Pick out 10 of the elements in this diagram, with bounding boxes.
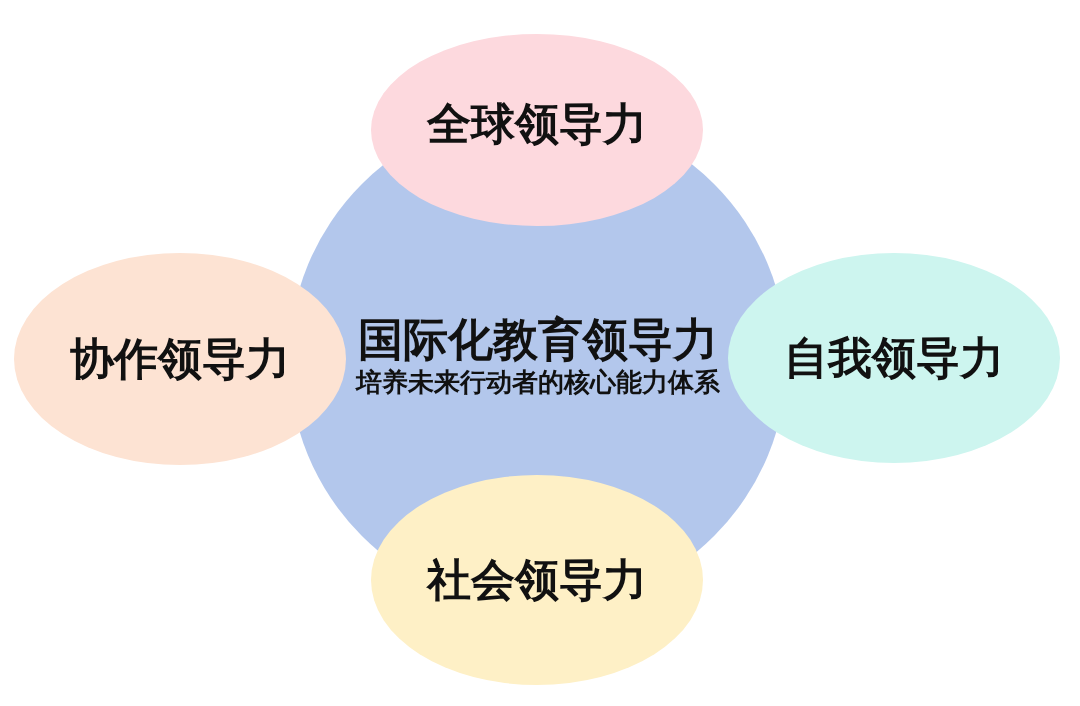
- ellipse-node: [14, 253, 346, 465]
- node-label: 协作领导力: [70, 333, 290, 385]
- node-label: 自我领导力: [784, 332, 1004, 384]
- node-label: 社会领导力: [427, 554, 647, 606]
- ellipse-node: [371, 34, 703, 226]
- ellipse-node: [371, 475, 703, 685]
- center-title: 国际化教育领导力: [358, 314, 718, 367]
- ellipse-node: [728, 253, 1060, 463]
- node-label: 全球领导力: [427, 98, 647, 150]
- center-subtitle: 培养未来行动者的核心能力体系: [356, 368, 720, 398]
